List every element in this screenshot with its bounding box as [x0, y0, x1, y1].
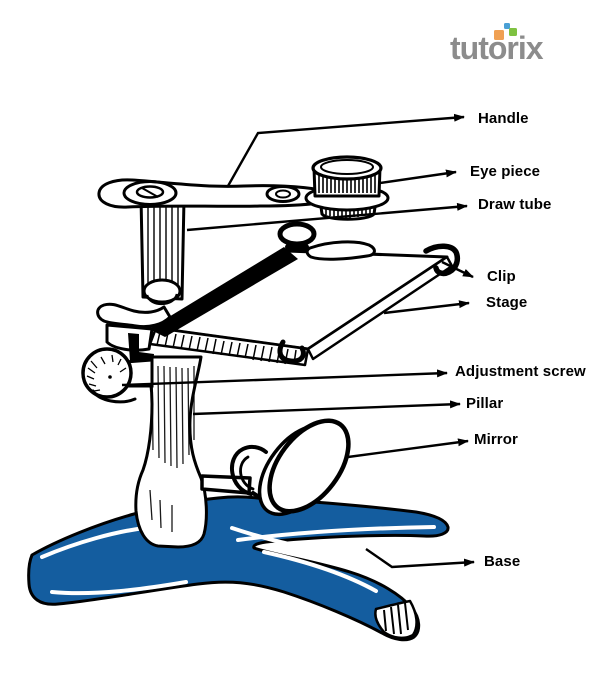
stage-arrow — [383, 300, 470, 315]
label-adjustment-screw: Adjustment screw — [455, 363, 586, 380]
label-clip: Clip — [487, 268, 516, 285]
handle-arrow — [226, 113, 465, 187]
draw-tube-drawing — [139, 195, 186, 306]
handle-drawing — [97, 178, 323, 209]
stage-right-rim — [306, 255, 454, 361]
base-arrow — [365, 548, 475, 569]
mirror-disc — [267, 418, 351, 514]
stage-corner-bracket-front — [277, 339, 306, 364]
adjustment-screw-drawing — [81, 347, 154, 404]
mirror-arrow — [347, 438, 469, 459]
clip-arm — [305, 240, 376, 261]
mount-l-bracket — [128, 333, 154, 364]
handle-link-inner — [275, 189, 291, 199]
handle-link-outer — [265, 185, 301, 203]
stage-mount-bracket — [96, 302, 172, 364]
logo-orange-square-icon — [494, 30, 504, 40]
label-pillar: Pillar — [466, 395, 504, 412]
eyepiece-top-cap-inner — [320, 159, 374, 175]
draw-tube-knob — [142, 278, 182, 304]
mirror-fork-inner — [239, 455, 255, 491]
screw-knob-hatch — [86, 354, 127, 392]
eyepiece-drawing — [304, 155, 390, 221]
pillar-drawing — [134, 355, 208, 549]
logo-green-square-icon — [509, 28, 517, 36]
draw-tube-hatch — [147, 203, 179, 294]
stage-corner-bracket-right — [423, 243, 461, 277]
screw-knob-dot — [108, 375, 112, 379]
base-highlights — [40, 525, 436, 596]
adjustment-screw-arrow — [121, 369, 448, 387]
eyepiece-upper-knurl — [318, 171, 376, 193]
pillar-hatch — [149, 364, 195, 532]
label-stage: Stage — [486, 294, 528, 311]
tutorix-logo: tutorix — [450, 20, 590, 76]
eyepiece-arrow — [379, 169, 457, 185]
label-eye-piece: Eye piece — [470, 163, 541, 180]
clip-arrow — [441, 260, 474, 279]
handle-pivot-slash — [141, 187, 159, 198]
draw-tube-knob-cup — [145, 293, 179, 306]
base-drawing — [27, 495, 450, 642]
draw-tube-arrow — [186, 202, 468, 232]
handle-pivot-outer — [122, 180, 178, 206]
annotation-arrows — [121, 113, 475, 569]
clip-knob-base — [285, 241, 309, 253]
base-toe-hatch — [383, 602, 409, 635]
logo-blue-square-icon — [504, 23, 510, 29]
label-draw-tube: Draw tube — [478, 196, 552, 213]
stage-dark-edge — [149, 247, 298, 337]
stage-drawing — [148, 221, 461, 367]
pillar-arrow — [192, 400, 461, 416]
label-handle: Handle — [478, 110, 529, 127]
mirror-drawing — [200, 418, 351, 517]
stage-front-hatch — [156, 331, 297, 365]
screw-under-plate — [91, 389, 137, 404]
label-base: Base — [484, 553, 521, 570]
clip-knob-top — [277, 221, 317, 247]
mount-flange — [96, 302, 172, 329]
screw-knob — [81, 347, 133, 399]
label-mirror: Mirror — [474, 431, 518, 448]
handle-pivot-inner — [135, 185, 165, 199]
